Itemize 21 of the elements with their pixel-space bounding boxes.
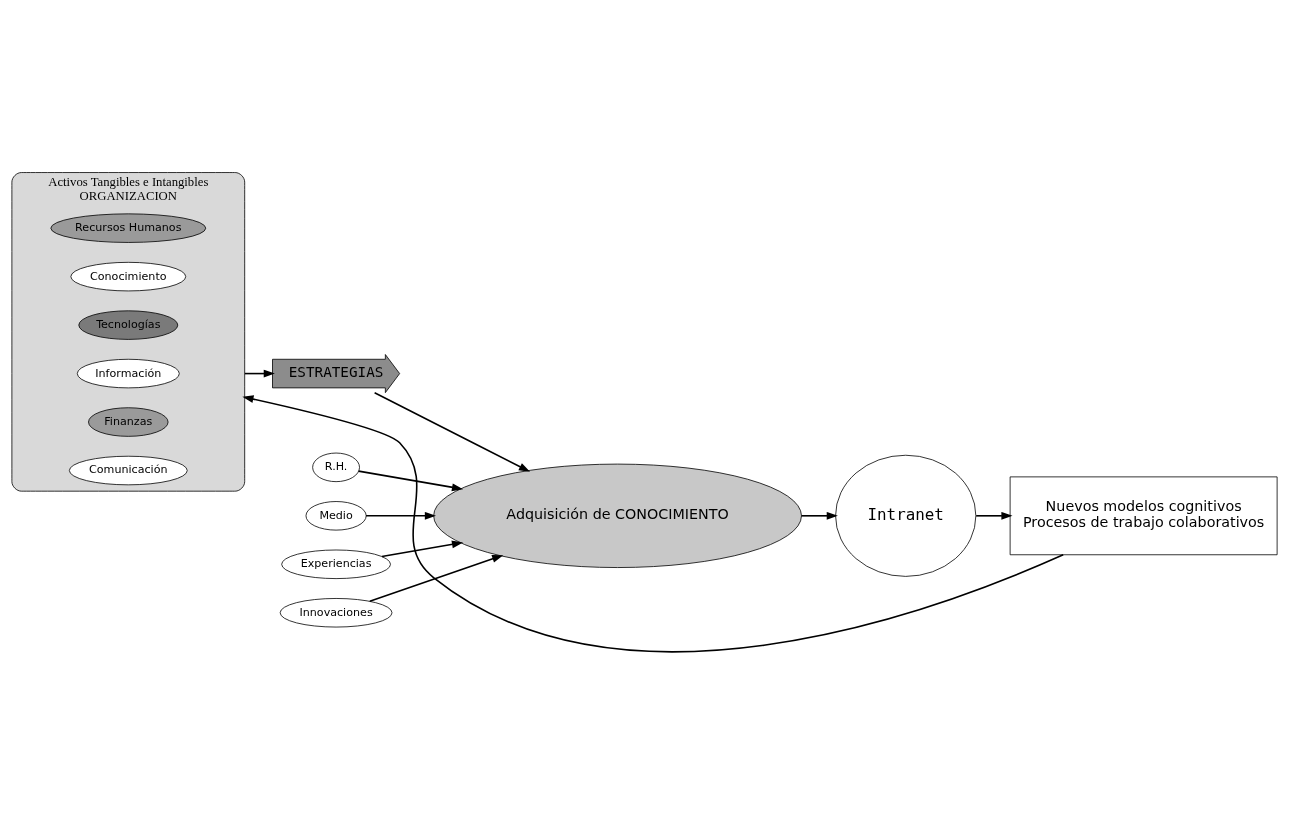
node-ellipse: Recursos Humanos bbox=[50, 212, 207, 243]
arrow bbox=[243, 369, 275, 377]
node-box: Nuevos modelos cognitivos Procesos de trabajo colaborativos bbox=[1009, 476, 1278, 555]
arrow bbox=[975, 511, 1013, 520]
node-ellipse: Experiencias bbox=[281, 549, 391, 579]
arrow bbox=[357, 469, 464, 491]
node-ellipse: Medio bbox=[305, 500, 367, 530]
node-ellipse: Comunicación bbox=[68, 455, 188, 485]
node-ellipse: R.H. bbox=[312, 452, 360, 482]
arrow bbox=[242, 394, 1064, 652]
node-ellipse: Innovaciones bbox=[279, 597, 393, 627]
arrow bbox=[373, 391, 531, 472]
node-ellipse: Información bbox=[76, 358, 180, 388]
node-ellipse: Intranet bbox=[835, 454, 977, 577]
arrow bbox=[365, 511, 436, 520]
arrow bbox=[381, 540, 464, 557]
arrow bbox=[369, 554, 504, 602]
arrow bbox=[800, 511, 838, 520]
node-ellipse: Tecnologías bbox=[78, 309, 179, 340]
node-ellipse: Finanzas bbox=[88, 406, 169, 437]
node-ellipse: Conocimiento bbox=[70, 261, 187, 291]
